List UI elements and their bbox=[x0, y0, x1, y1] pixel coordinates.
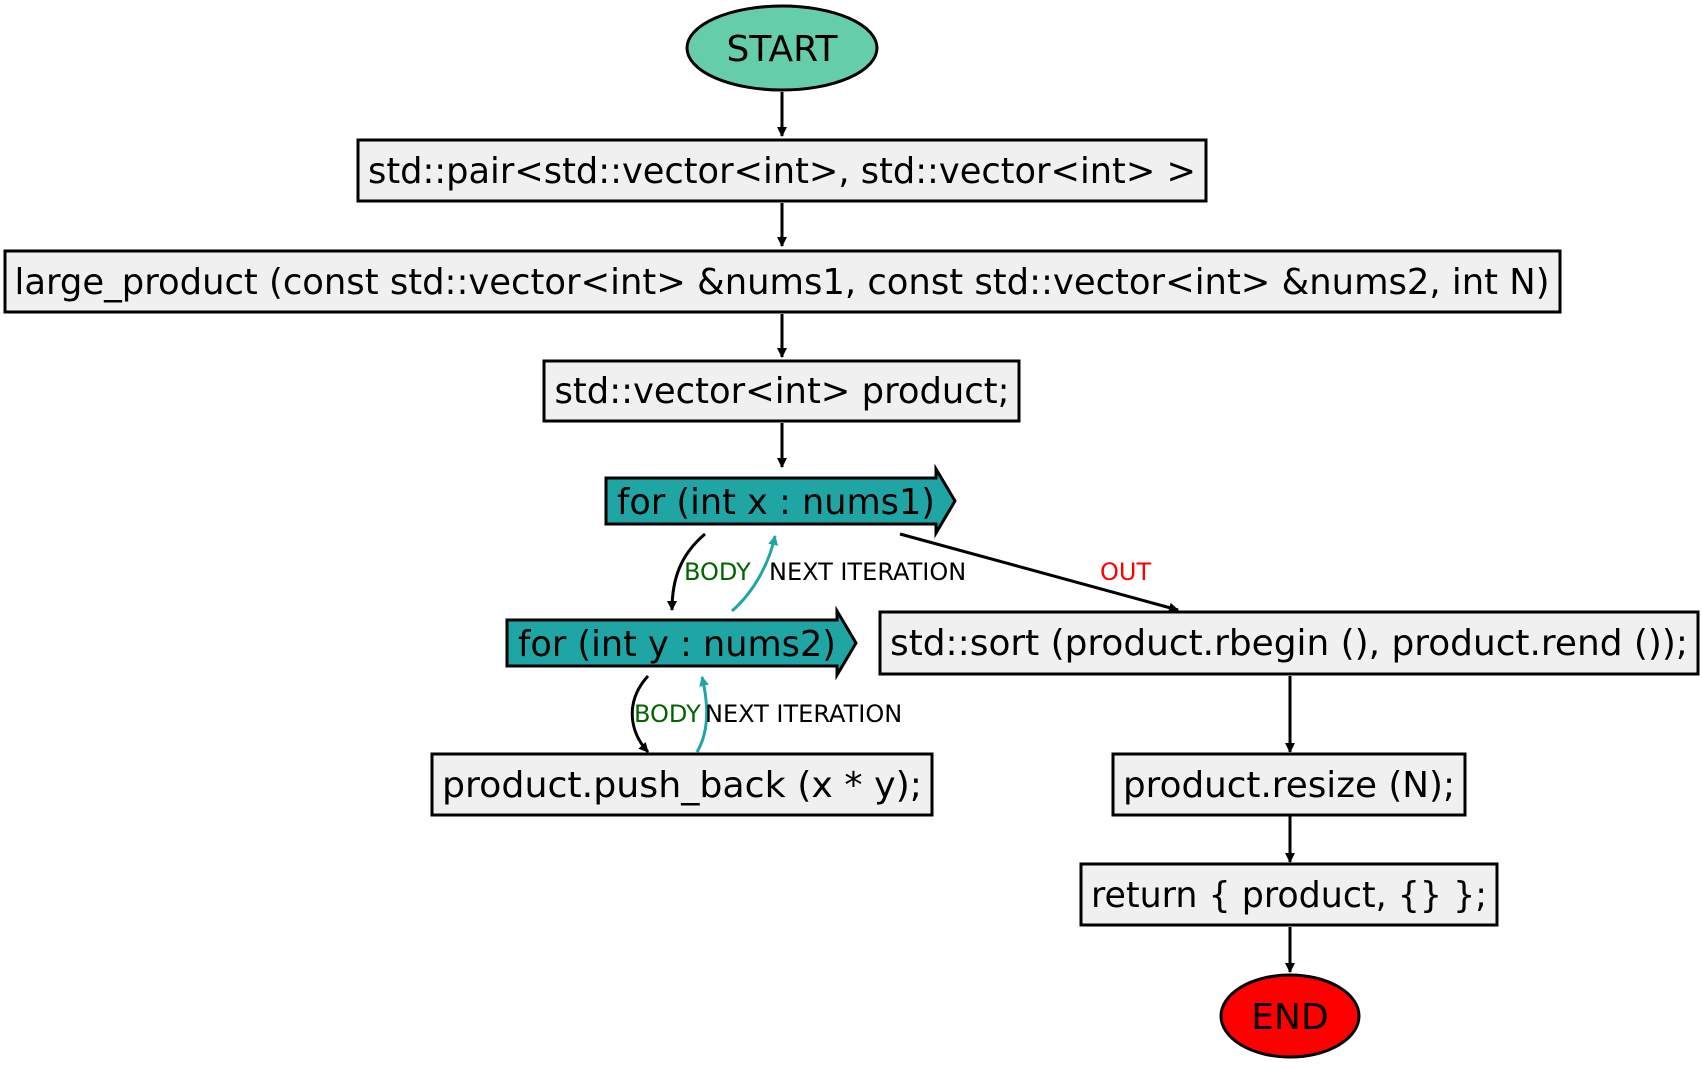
edge-loop-x-out bbox=[899, 532, 1179, 613]
start-label: START bbox=[726, 29, 838, 70]
loop-x-label: for (int x : nums1) bbox=[617, 482, 935, 523]
edge-label-body-y: BODY bbox=[634, 700, 701, 728]
loop-x-node: for (int x : nums1) bbox=[604, 463, 957, 539]
edge-label-body-x: BODY bbox=[684, 558, 751, 586]
sort-label: std::sort (product.rbegin (), product.re… bbox=[890, 623, 1688, 664]
signature-node: large_product (const std::vector<int> &n… bbox=[3, 249, 1562, 314]
end-node: END bbox=[1219, 973, 1361, 1059]
loop-y-label: for (int y : nums2) bbox=[518, 624, 836, 665]
signature-return-node: std::pair<std::vector<int>, std::vector<… bbox=[356, 138, 1208, 203]
edge-loop-x-next bbox=[731, 535, 779, 613]
signature-label: large_product (const std::vector<int> &n… bbox=[15, 262, 1550, 303]
decl-label: std::vector<int> product; bbox=[555, 371, 1010, 412]
resize-node: product.resize (N); bbox=[1111, 752, 1467, 817]
push-node: product.push_back (x * y); bbox=[430, 752, 934, 817]
resize-label: product.resize (N); bbox=[1123, 765, 1455, 806]
edges bbox=[630, 92, 1295, 973]
sort-node: std::sort (product.rbegin (), product.re… bbox=[878, 610, 1700, 676]
return-node: return { product, {} }; bbox=[1079, 862, 1499, 927]
return-label: return { product, {} }; bbox=[1091, 875, 1487, 916]
decl-node: std::vector<int> product; bbox=[542, 359, 1021, 423]
push-label: product.push_back (x * y); bbox=[442, 765, 922, 806]
end-label: END bbox=[1251, 997, 1328, 1038]
edge-label-next-y: NEXT ITERATION bbox=[705, 700, 902, 728]
edge-loop-y-next bbox=[695, 676, 709, 753]
edge-label-out-x: OUT bbox=[1100, 558, 1151, 586]
start-node: START bbox=[685, 4, 879, 92]
edge-loop-y-body bbox=[630, 674, 650, 754]
signature-return-label: std::pair<std::vector<int>, std::vector<… bbox=[368, 151, 1196, 192]
edge-label-next-x: NEXT ITERATION bbox=[769, 558, 966, 586]
loop-y-node: for (int y : nums2) bbox=[505, 605, 858, 681]
edge-loop-x-body bbox=[667, 532, 706, 611]
